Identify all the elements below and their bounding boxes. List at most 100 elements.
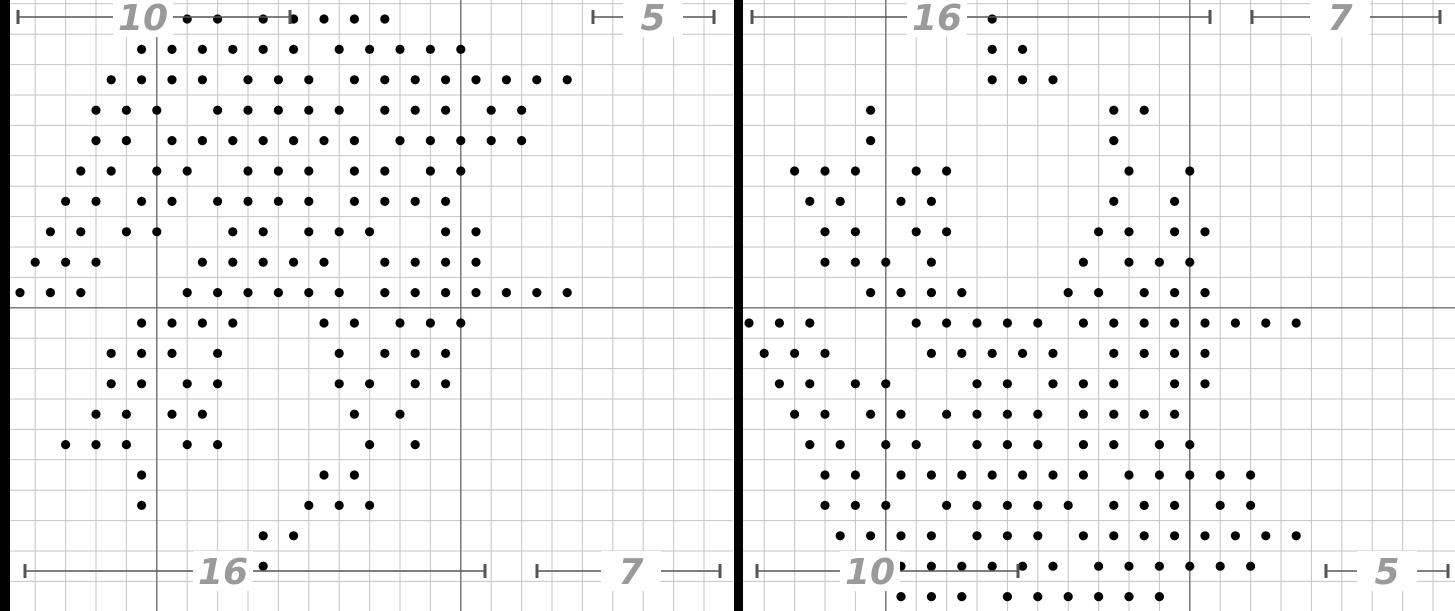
stitch-dot <box>851 166 860 175</box>
stitch-dot <box>350 410 359 419</box>
stitch-dot <box>790 166 799 175</box>
stitch-dot <box>350 318 359 327</box>
stitch-dot <box>1246 470 1255 479</box>
stitch-dot <box>1140 349 1149 358</box>
stitch-dot <box>1048 470 1057 479</box>
stitch-dot <box>1094 227 1103 236</box>
stitch-dot <box>365 440 374 449</box>
stitch-dot <box>1170 318 1179 327</box>
stitch-dot <box>988 349 997 358</box>
stitch-dot <box>198 258 207 267</box>
stitch-dot <box>122 106 131 115</box>
stitch-dot <box>866 531 875 540</box>
stitch-dot <box>335 45 344 54</box>
stitch-dot <box>805 379 814 388</box>
stitch-dot <box>820 166 829 175</box>
stitch-dot <box>213 197 222 206</box>
stitch-dot <box>167 318 176 327</box>
stitch-dot <box>365 379 374 388</box>
measure-label: 5 <box>640 0 665 39</box>
stitch-dot <box>91 258 100 267</box>
stitch-dot <box>896 288 905 297</box>
stitch-dot <box>927 258 936 267</box>
stitch-dot <box>259 45 268 54</box>
stitch-dot <box>122 410 131 419</box>
stitch-dot <box>927 197 936 206</box>
stitch-dot <box>1094 592 1103 601</box>
stitch-dot <box>152 166 161 175</box>
stitch-dot <box>820 470 829 479</box>
stitch-dot <box>866 410 875 419</box>
stitch-dot <box>167 45 176 54</box>
stitch-dot <box>274 75 283 84</box>
stitch-dot <box>487 106 496 115</box>
stitch-dot <box>122 440 131 449</box>
stitch-dot <box>365 227 374 236</box>
stitch-dot <box>137 379 146 388</box>
stitch-dot <box>1109 197 1118 206</box>
stitch-dot <box>1185 166 1194 175</box>
stitch-dot <box>972 531 981 540</box>
stitch-dot <box>896 592 905 601</box>
stitch-dot <box>1003 592 1012 601</box>
stitch-dot <box>1200 349 1209 358</box>
stitch-dot <box>319 258 328 267</box>
stitch-dot <box>1003 318 1012 327</box>
stitch-dot <box>881 501 890 510</box>
stitch-dot <box>1109 106 1118 115</box>
stitch-dot <box>988 75 997 84</box>
stitch-dot <box>259 531 268 540</box>
stitch-dot <box>137 45 146 54</box>
stitch-dot <box>1048 379 1057 388</box>
stitch-dot <box>1124 258 1133 267</box>
stitch-dot <box>395 136 404 145</box>
stitch-dot <box>426 166 435 175</box>
stitch-dot <box>1216 501 1225 510</box>
stitch-dot <box>896 470 905 479</box>
stitch-dot <box>1124 166 1133 175</box>
stitch-dot <box>91 197 100 206</box>
stitch-dot <box>1140 410 1149 419</box>
stitch-dot <box>167 75 176 84</box>
stitch-dot <box>456 318 465 327</box>
stitch-dot <box>881 258 890 267</box>
stitch-dot <box>805 318 814 327</box>
stitch-dot <box>820 227 829 236</box>
stitch-dot <box>1200 318 1209 327</box>
stitch-dot <box>456 136 465 145</box>
stitch-dot <box>820 410 829 419</box>
stitch-dot <box>988 470 997 479</box>
stitch-dot <box>167 136 176 145</box>
stitch-dot <box>137 501 146 510</box>
stitch-dot <box>760 349 769 358</box>
stitch-dot <box>1109 318 1118 327</box>
stitch-dot <box>1064 592 1073 601</box>
stitch-dot <box>228 258 237 267</box>
stitch-dot <box>836 440 845 449</box>
stitch-dot <box>350 197 359 206</box>
stitch-dot <box>1094 562 1103 571</box>
stitch-dot <box>942 501 951 510</box>
measure-label: 7 <box>618 552 643 593</box>
stitch-dot <box>228 136 237 145</box>
stitch-dot <box>942 166 951 175</box>
stitch-dot <box>517 136 526 145</box>
stitch-dot <box>183 379 192 388</box>
stitch-dot <box>1109 410 1118 419</box>
stitch-dot <box>1170 410 1179 419</box>
stitch-dot <box>152 106 161 115</box>
stitch-dot <box>183 440 192 449</box>
stitch-dot <box>1185 258 1194 267</box>
stitch-dot <box>957 592 966 601</box>
stitch-dot <box>183 14 192 23</box>
stitch-dot <box>1079 440 1088 449</box>
measure-label: 5 <box>1374 552 1399 593</box>
stitch-dot <box>411 288 420 297</box>
stitch-dot <box>1200 531 1209 540</box>
stitch-dot <box>563 75 572 84</box>
stitch-dot <box>213 288 222 297</box>
stitch-dot <box>289 136 298 145</box>
stitch-dot <box>881 379 890 388</box>
stitch-dot <box>1140 318 1149 327</box>
